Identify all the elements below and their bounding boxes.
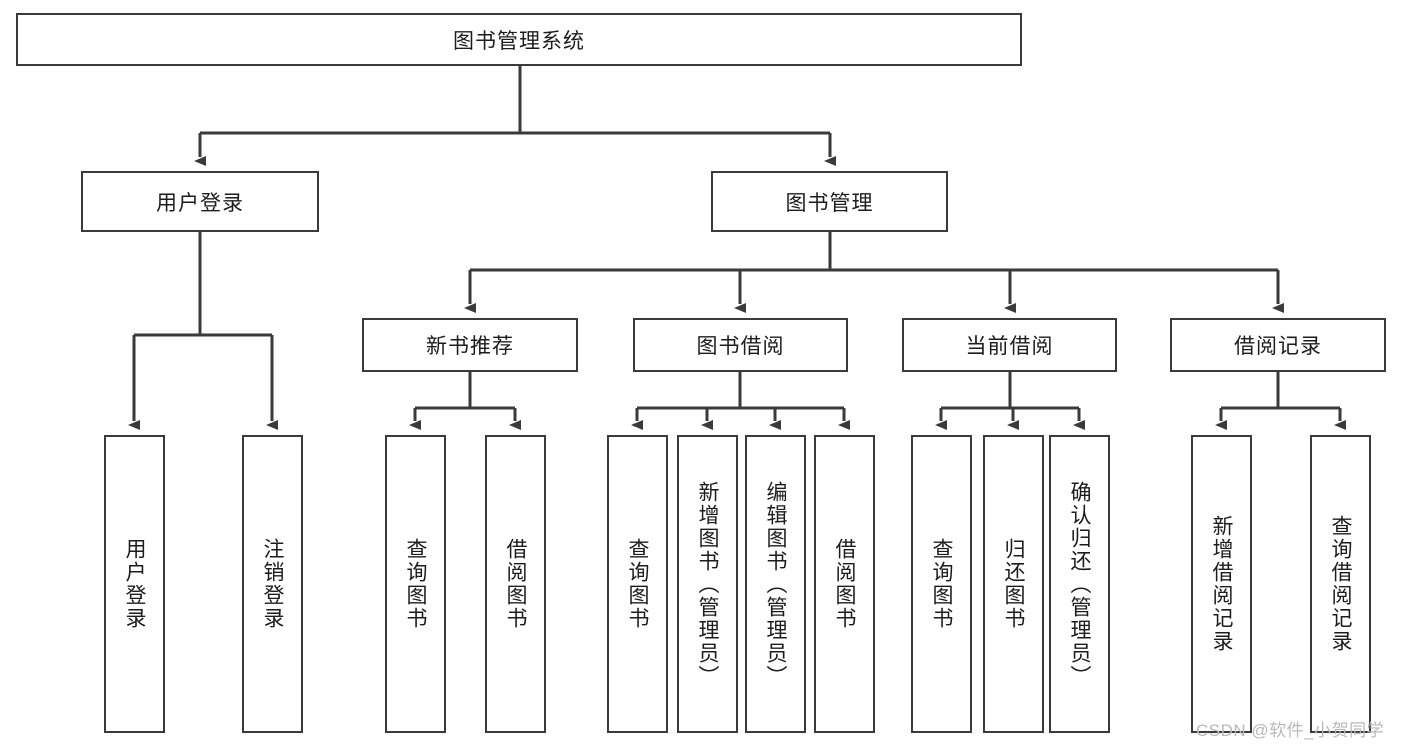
node-leaf-borrow-book-1[interactable]: 借阅图书 <box>485 435 546 733</box>
node-leaf-return-book-label: 归还图书 <box>1002 538 1025 630</box>
node-user-login-label: 用户登录 <box>156 191 244 215</box>
node-borrow-record-label: 借阅记录 <box>1234 335 1322 358</box>
node-leaf-query-book-1-label: 查询图书 <box>404 538 427 630</box>
node-leaf-query-book-2[interactable]: 查询图书 <box>607 435 668 733</box>
node-leaf-query-borrow-record-label: 查询借阅记录 <box>1329 515 1352 653</box>
node-leaf-edit-book-admin-label: 编辑图书（管理员） <box>764 480 787 688</box>
node-leaf-query-book-3[interactable]: 查询图书 <box>911 435 972 733</box>
node-root[interactable]: 图书管理系统 <box>16 13 1022 66</box>
node-leaf-add-book-admin[interactable]: 新增图书（管理员） <box>677 435 738 733</box>
node-leaf-user-login-label: 用户登录 <box>123 538 146 630</box>
node-leaf-borrow-book-2-label: 借阅图书 <box>833 538 856 630</box>
node-book-borrow[interactable]: 图书借阅 <box>633 318 848 372</box>
node-book-manage-label: 图书管理 <box>785 191 874 215</box>
node-leaf-borrow-book-1-label: 借阅图书 <box>504 538 527 630</box>
node-leaf-add-borrow-record[interactable]: 新增借阅记录 <box>1191 435 1252 733</box>
node-new-book-recommend[interactable]: 新书推荐 <box>362 318 578 372</box>
csdn-watermark-text: CSDN @软件_小贺同学 <box>1196 721 1385 740</box>
node-leaf-borrow-book-2[interactable]: 借阅图书 <box>814 435 875 733</box>
node-book-manage[interactable]: 图书管理 <box>711 171 948 232</box>
node-current-borrow-label: 当前借阅 <box>965 335 1054 358</box>
node-leaf-logout[interactable]: 注销登录 <box>242 435 303 733</box>
node-book-borrow-label: 图书借阅 <box>696 335 785 358</box>
node-leaf-query-book-1[interactable]: 查询图书 <box>385 435 446 733</box>
node-leaf-query-book-2-label: 查询图书 <box>626 538 649 630</box>
node-leaf-query-book-3-label: 查询图书 <box>930 538 953 630</box>
node-leaf-edit-book-admin[interactable]: 编辑图书（管理员） <box>745 435 806 733</box>
node-leaf-user-login[interactable]: 用户登录 <box>104 435 165 733</box>
node-leaf-confirm-return-admin-label: 确认归还（管理员） <box>1068 480 1091 688</box>
node-leaf-add-book-admin-label: 新增图书（管理员） <box>696 480 719 688</box>
node-borrow-record[interactable]: 借阅记录 <box>1170 318 1386 372</box>
node-leaf-logout-label: 注销登录 <box>261 538 284 630</box>
node-leaf-add-borrow-record-label: 新增借阅记录 <box>1210 515 1233 653</box>
csdn-watermark: CSDN @软件_小贺同学 <box>1196 716 1384 741</box>
node-leaf-query-borrow-record[interactable]: 查询借阅记录 <box>1310 435 1371 733</box>
node-current-borrow[interactable]: 当前借阅 <box>902 318 1117 372</box>
node-leaf-return-book[interactable]: 归还图书 <box>983 435 1044 733</box>
node-new-book-recommend-label: 新书推荐 <box>426 335 514 358</box>
node-leaf-confirm-return-admin[interactable]: 确认归还（管理员） <box>1049 435 1110 733</box>
node-user-login[interactable]: 用户登录 <box>81 171 319 232</box>
node-root-label: 图书管理系统 <box>453 29 585 53</box>
